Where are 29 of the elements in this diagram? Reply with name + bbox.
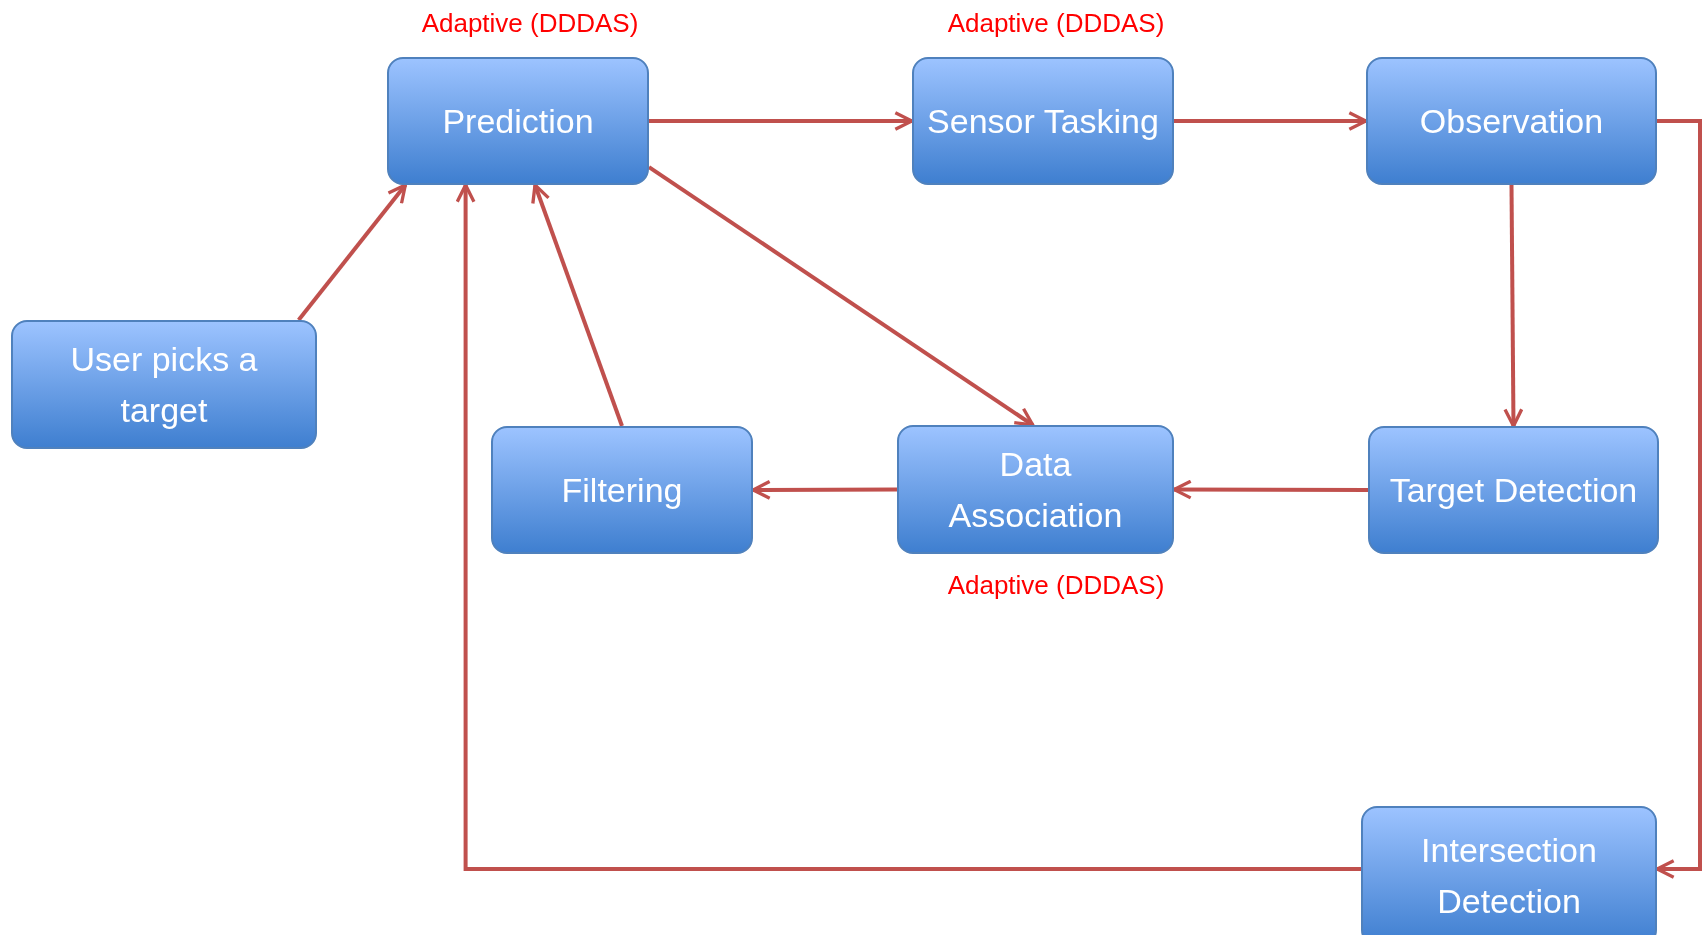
box-label: Observation — [1418, 100, 1605, 142]
process-box — [912, 57, 1174, 185]
process-box — [1366, 57, 1657, 185]
box-label: Target Detection — [1388, 469, 1639, 511]
box-label: User picks a target — [69, 338, 259, 431]
arrow — [1655, 119, 1702, 879]
box-label: Filtering — [560, 469, 684, 511]
process-box — [11, 320, 317, 449]
arrow — [1172, 479, 1368, 500]
arrow — [455, 183, 1361, 871]
process-box — [1368, 426, 1659, 554]
arrow — [1174, 111, 1368, 131]
process-box — [491, 426, 753, 554]
arrow — [1503, 185, 1524, 428]
process-box — [1361, 806, 1657, 935]
arrow — [531, 183, 624, 427]
arrow — [297, 183, 407, 322]
annotation-label: Adaptive (DDDAS) — [421, 8, 639, 39]
process-box — [387, 57, 649, 185]
arrow — [751, 479, 897, 500]
box-label: Sensor Tasking — [926, 100, 1160, 142]
annotation-label: Adaptive (DDDAS) — [947, 570, 1165, 601]
process-box — [897, 425, 1174, 554]
arrow — [647, 165, 1035, 427]
box-label: Intersection Detection — [1420, 830, 1598, 922]
annotation-label: Adaptive (DDDAS) — [947, 8, 1165, 39]
box-label: Prediction — [441, 100, 595, 142]
box-label: Data Association — [947, 443, 1124, 536]
arrow — [649, 111, 914, 131]
